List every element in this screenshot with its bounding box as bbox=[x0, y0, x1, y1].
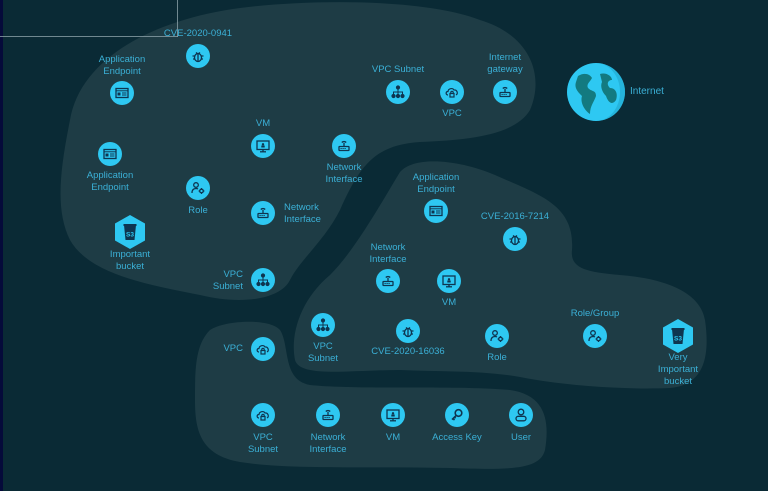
monitor-icon bbox=[437, 269, 461, 293]
node-label: VPC Subnet bbox=[371, 64, 425, 75]
app-endpoint-icon bbox=[98, 142, 122, 166]
node-label: Role/Group bbox=[570, 308, 620, 319]
selection-guide-vertical bbox=[177, 0, 178, 37]
node-label: Access Key bbox=[432, 432, 482, 443]
node-label: Application bbox=[98, 54, 146, 65]
subnet-icon bbox=[311, 313, 335, 337]
cloud-lock-icon bbox=[251, 403, 275, 427]
bug-icon bbox=[503, 227, 527, 251]
node-label: CVE-2016-7214 bbox=[480, 211, 550, 222]
node-label: Very bbox=[668, 352, 688, 363]
node-label: VM bbox=[385, 432, 401, 443]
top-left-group-region bbox=[60, 2, 536, 300]
globe-icon bbox=[567, 63, 625, 121]
node-label: Network bbox=[284, 202, 319, 213]
monitor-icon bbox=[251, 134, 275, 158]
router-icon bbox=[376, 269, 400, 293]
node-label: Network bbox=[310, 432, 346, 443]
node-label: Role bbox=[188, 205, 208, 216]
role-icon bbox=[485, 324, 509, 348]
node-label: VPC bbox=[253, 432, 273, 443]
bug-icon bbox=[186, 44, 210, 68]
subnet-icon bbox=[386, 80, 410, 104]
monitor-icon bbox=[381, 403, 405, 427]
router-icon bbox=[251, 201, 275, 225]
node-label: Endpoint bbox=[91, 182, 129, 193]
node-label: Network bbox=[326, 162, 362, 173]
node-label: VPC bbox=[442, 108, 462, 119]
node-label: Subnet bbox=[247, 444, 279, 455]
node-label: Interface bbox=[369, 254, 407, 265]
node-label: VM bbox=[255, 118, 271, 129]
node-label: bucket bbox=[116, 261, 144, 272]
node-label: Endpoint bbox=[417, 184, 455, 195]
node-label: Application bbox=[412, 172, 460, 183]
node-label: VPC bbox=[223, 343, 243, 354]
node-label: Interface bbox=[309, 444, 347, 455]
s3-bucket-icon bbox=[663, 319, 693, 353]
node-label: gateway bbox=[487, 64, 523, 75]
user-icon bbox=[509, 403, 533, 427]
node-label: Application bbox=[86, 170, 134, 181]
role-icon bbox=[186, 176, 210, 200]
node-label: Network bbox=[370, 242, 406, 253]
app-endpoint-icon bbox=[424, 199, 448, 223]
key-icon bbox=[445, 403, 469, 427]
internet-label: Internet bbox=[630, 86, 664, 97]
node-label: VM bbox=[441, 297, 457, 308]
node-label: VPC bbox=[313, 341, 333, 352]
node-label: User bbox=[510, 432, 532, 443]
node-label: Interface bbox=[325, 174, 363, 185]
cloud-lock-icon bbox=[251, 337, 275, 361]
node-label: Role bbox=[487, 352, 507, 363]
cloud-lock-icon bbox=[440, 80, 464, 104]
node-label: CVE-2020-16036 bbox=[371, 346, 445, 357]
node-label: CVE-2020-0941 bbox=[163, 28, 233, 39]
left-edge-strip bbox=[0, 0, 3, 491]
node-label: Interface bbox=[284, 214, 321, 225]
node-label: VPC bbox=[223, 269, 243, 280]
selection-guide-horizontal bbox=[0, 36, 178, 37]
node-label: Subnet bbox=[212, 281, 243, 292]
app-endpoint-icon bbox=[110, 81, 134, 105]
bug-icon bbox=[396, 319, 420, 343]
node-label: Subnet bbox=[307, 353, 339, 364]
subnet-icon bbox=[251, 268, 275, 292]
bottom-group-region bbox=[195, 321, 547, 469]
node-label: Endpoint bbox=[103, 66, 141, 77]
router-icon bbox=[493, 80, 517, 104]
role-icon bbox=[583, 324, 607, 348]
router-icon bbox=[332, 134, 356, 158]
router-icon bbox=[316, 403, 340, 427]
node-label: Internet bbox=[488, 52, 522, 63]
node-label: Important bbox=[657, 364, 699, 375]
node-label: bucket bbox=[664, 376, 692, 387]
s3-bucket-icon bbox=[115, 215, 145, 249]
node-label: Important bbox=[109, 249, 151, 260]
